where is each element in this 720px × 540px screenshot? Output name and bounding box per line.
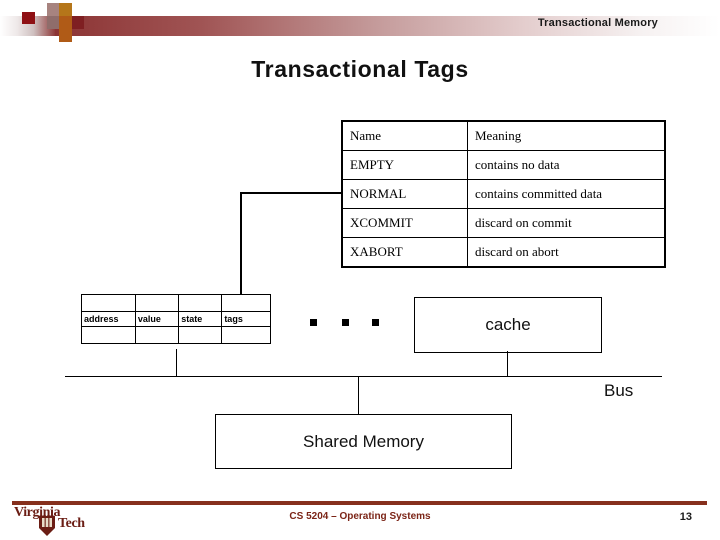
ellipsis-square-3 xyxy=(372,319,379,326)
cache-line-cell-blank xyxy=(221,294,271,312)
cache-field-address: address xyxy=(81,311,136,327)
tag-meaning-xabort: discard on abort xyxy=(467,237,666,268)
tag-meaning-xcommit: discard on commit xyxy=(467,208,666,238)
cache-line-field-row: address value state tags xyxy=(81,311,271,327)
ellipsis-square-2 xyxy=(342,319,349,326)
header-square-mauve-top xyxy=(47,3,59,16)
vt-shield-icon xyxy=(39,516,55,536)
header-square-gold xyxy=(59,3,72,16)
header-square-crimson xyxy=(22,12,35,24)
cache-line-row-upper xyxy=(81,294,271,312)
cache-line-cell-blank xyxy=(178,294,223,312)
column-header-name: Name xyxy=(341,120,468,151)
header-gradient-left xyxy=(0,16,56,36)
shared-memory-box: Shared Memory xyxy=(215,414,512,469)
tag-name-xcommit: XCOMMIT xyxy=(341,208,468,238)
tag-name-normal: NORMAL xyxy=(341,179,468,209)
header-square-white xyxy=(36,3,47,16)
bus-line xyxy=(65,376,662,377)
footer-divider xyxy=(12,501,707,505)
table-row: XCOMMIT discard on commit xyxy=(341,208,666,238)
header-square-orange-mid xyxy=(59,16,72,29)
cache-field-state: state xyxy=(178,311,223,327)
tag-name-xabort: XABORT xyxy=(341,237,468,268)
cache-line-cell-blank xyxy=(178,326,223,344)
tag-meaning-empty: contains no data xyxy=(467,150,666,180)
shared-memory-label: Shared Memory xyxy=(303,431,424,451)
bus-connector-shared-memory xyxy=(358,377,359,415)
logo-text-tech: Tech xyxy=(58,516,85,531)
table-row: EMPTY contains no data xyxy=(341,150,666,180)
bus-label: Bus xyxy=(604,381,634,400)
cache-line-cell-blank xyxy=(134,326,180,344)
cache-box: cache xyxy=(414,297,602,353)
page-title: Transactional Tags xyxy=(251,56,469,82)
cache-line-row-lower xyxy=(81,326,271,344)
table-row: XABORT discard on abort xyxy=(341,237,666,268)
header-square-darkred xyxy=(72,16,84,29)
bus-connector-cache-line xyxy=(176,349,177,377)
connector-arrow-vertical-segment xyxy=(240,192,242,304)
ellipsis-square-1 xyxy=(310,319,317,326)
bus-connector-cache-box xyxy=(507,351,508,377)
cache-line-cell-blank xyxy=(221,326,271,344)
connector-arrow-horizontal-segment xyxy=(240,192,342,194)
cache-field-value: value xyxy=(134,311,180,327)
footer-course-label: CS 5204 – Operating Systems xyxy=(289,511,431,522)
cache-line-cell-blank xyxy=(81,294,136,312)
page-number: 13 xyxy=(679,511,692,523)
cache-line-cell-blank xyxy=(81,326,136,344)
header-gradient-bar xyxy=(55,16,720,36)
column-header-meaning: Meaning xyxy=(467,120,666,151)
cache-field-tags: tags xyxy=(221,311,271,327)
tag-name-empty: EMPTY xyxy=(341,150,468,180)
header-title: Transactional Memory xyxy=(537,17,658,29)
table-row: NORMAL contains committed data xyxy=(341,179,666,209)
tag-meaning-normal: contains committed data xyxy=(467,179,666,209)
header-square-orange-low xyxy=(59,29,72,42)
virginia-tech-logo: Virginia Tech xyxy=(14,503,114,539)
table-header-row: Name Meaning xyxy=(341,120,666,151)
cache-line-cell-blank xyxy=(134,294,180,312)
header-decoration-bar xyxy=(0,0,720,55)
cache-label: cache xyxy=(485,315,531,334)
transactional-tags-table: Name Meaning EMPTY contains no data NORM… xyxy=(341,120,666,268)
cache-line-diagram: address value state tags xyxy=(81,294,271,344)
header-square-mauve-bottom xyxy=(47,16,59,29)
